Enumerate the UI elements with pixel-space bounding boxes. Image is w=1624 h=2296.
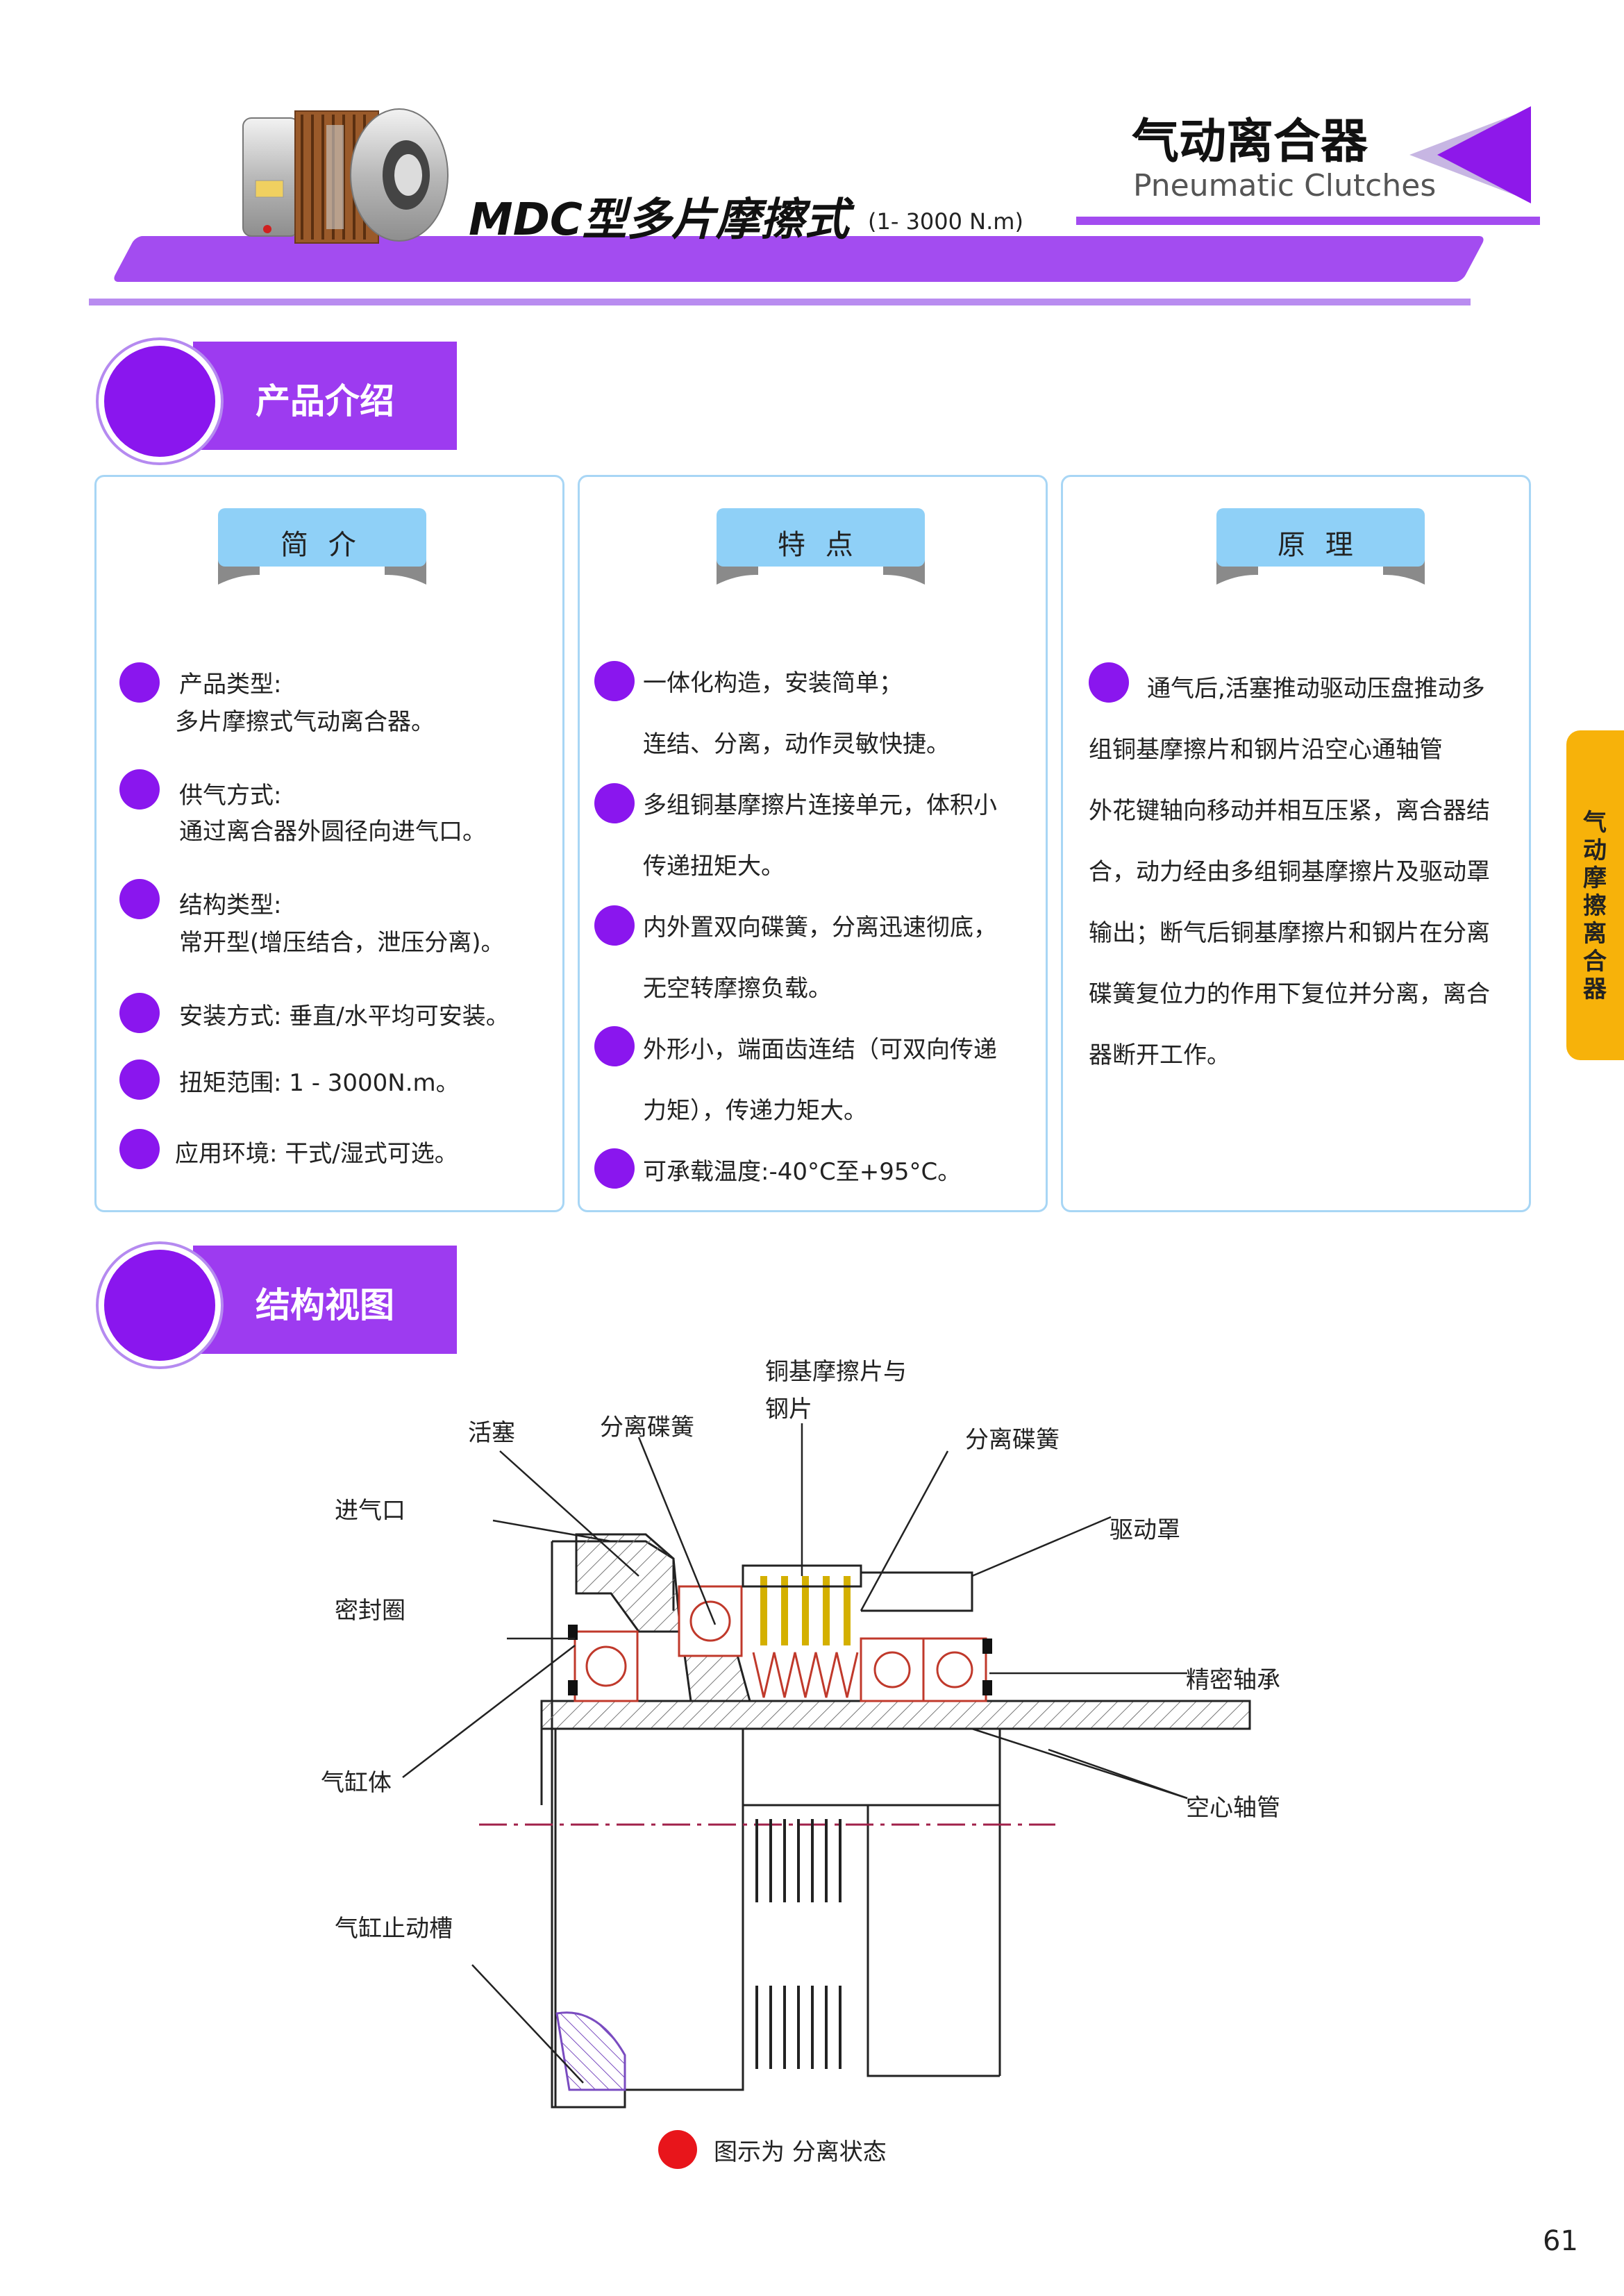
feature-2-line1: 多组铜基摩擦片连接单元，体积小 [643, 791, 997, 819]
label-cylinder-body: 气缸体 [321, 1769, 392, 1797]
model-torque-range: (1- 3000 N.m) [868, 208, 1023, 235]
label-friction-plates-2: 钢片 [765, 1396, 812, 1423]
category-subtitle: Pneumatic Clutches [1133, 168, 1437, 203]
card-introduction [94, 475, 564, 1212]
clutch-cross-section-diagram [402, 1423, 1251, 2109]
feature-3-line2: 无空转摩擦负载。 [643, 975, 832, 1003]
card-title-introduction: 简 介 [281, 529, 362, 561]
intro-item-2-label: 供气方式: [179, 782, 282, 810]
bullet-dot [119, 993, 160, 1033]
bullet-dot [594, 905, 635, 946]
feature-2-line2: 传递扭矩大。 [643, 853, 785, 880]
principle-line-6: 碟簧复位力的作用下复位并分离，离合 [1089, 980, 1490, 1008]
section-bar-intro: 产品介绍 [193, 342, 457, 450]
feature-3-line1: 内外置双向碟簧，分离迅速彻底， [643, 914, 997, 941]
feature-1-line1: 一体化构造，安装简单； [643, 669, 903, 697]
label-hollow-shaft: 空心轴管 [1186, 1794, 1280, 1822]
principle-line-1: 通气后,活塞推动驱动压盘推动多 [1147, 675, 1485, 703]
card-title-principle: 原 理 [1278, 529, 1359, 561]
card-features [578, 475, 1048, 1212]
principle-line-7: 器断开工作。 [1089, 1041, 1230, 1069]
principle-line-4: 合，动力经由多组铜基摩擦片及驱动罩 [1089, 858, 1490, 886]
section-bar-structure: 结构视图 [193, 1246, 457, 1354]
bullet-dot [119, 1129, 160, 1169]
intro-item-1-value: 多片摩擦式气动离合器。 [175, 708, 435, 736]
header-title-underline [1076, 217, 1540, 225]
bullet-dot [1089, 662, 1129, 703]
ribbon-principle [1216, 508, 1425, 585]
bullet-dot [119, 879, 160, 919]
bullet-dot [594, 783, 635, 823]
feature-4-line1: 外形小，端面齿连结（可双向传递 [643, 1036, 997, 1064]
card-principle [1061, 475, 1531, 1212]
intro-item-1-label: 产品类型: [179, 671, 282, 698]
intro-item-5: 扭矩范围: 1 - 3000N.m。 [179, 1069, 460, 1097]
bullet-dot [119, 1059, 160, 1100]
section-circle-intro [99, 340, 221, 462]
feature-4-line2: 力矩），传递力矩大。 [643, 1097, 867, 1125]
bullet-dot [119, 662, 160, 703]
legend-text: 图示为 分离状态 [714, 2138, 887, 2166]
page-number: 61 [1543, 2225, 1578, 2257]
bullet-dot [594, 661, 635, 701]
label-precision-bearing: 精密轴承 [1186, 1666, 1280, 1694]
principle-line-2: 组铜基摩擦片和钢片沿空心通轴管 [1089, 736, 1443, 764]
section-title-intro: 产品介绍 [256, 381, 394, 421]
label-release-spring-left: 分离碟簧 [600, 1414, 694, 1441]
product-photo [242, 108, 449, 244]
intro-item-3-value: 常开型(增压结合，泄压分离)。 [179, 929, 505, 957]
principle-line-3: 外花键轴向移动并相互压紧，离合器结 [1089, 797, 1490, 825]
label-air-inlet: 进气口 [335, 1497, 405, 1525]
ribbon-features [717, 508, 925, 585]
side-tab-label: 气动摩擦离合器 [1583, 809, 1607, 1003]
bullet-dot [594, 1148, 635, 1189]
label-piston: 活塞 [468, 1419, 515, 1447]
header-thin-stripe [89, 299, 1471, 305]
intro-item-2-value: 通过离合器外圆径向进气口。 [179, 818, 486, 846]
label-drive-cover: 驱动罩 [1110, 1516, 1180, 1544]
legend-red-dot [658, 2130, 697, 2169]
bullet-dot [594, 1026, 635, 1066]
side-tab [1566, 730, 1624, 1060]
feature-1-line2: 连结、分离，动作灵敏快捷。 [643, 730, 950, 758]
label-cylinder-stop-groove: 气缸止动槽 [335, 1915, 453, 1943]
principle-line-5: 输出；断气后铜基摩擦片和钢片在分离 [1089, 919, 1490, 947]
ribbon-introduction [218, 508, 426, 585]
section-title-structure: 结构视图 [256, 1285, 394, 1325]
model-title: MDC型多片摩擦式 [469, 194, 849, 246]
intro-item-3-label: 结构类型: [179, 891, 282, 919]
triangle-arrow-icon [1409, 106, 1531, 203]
bullet-dot [119, 769, 160, 810]
intro-item-6: 应用环境: 干式/湿式可选。 [175, 1140, 458, 1168]
label-seal-ring: 密封圈 [335, 1597, 405, 1625]
category-title: 气动离合器 [1132, 115, 1368, 169]
intro-item-4: 安装方式: 垂直/水平均可安装。 [179, 1003, 510, 1030]
feature-5: 可承载温度:-40°C至+95°C。 [643, 1158, 962, 1186]
section-circle-structure [99, 1244, 221, 1366]
label-release-spring-right: 分离碟簧 [965, 1426, 1060, 1454]
card-title-features: 特 点 [778, 529, 859, 561]
label-friction-plates-1: 铜基摩擦片与 [765, 1358, 907, 1386]
